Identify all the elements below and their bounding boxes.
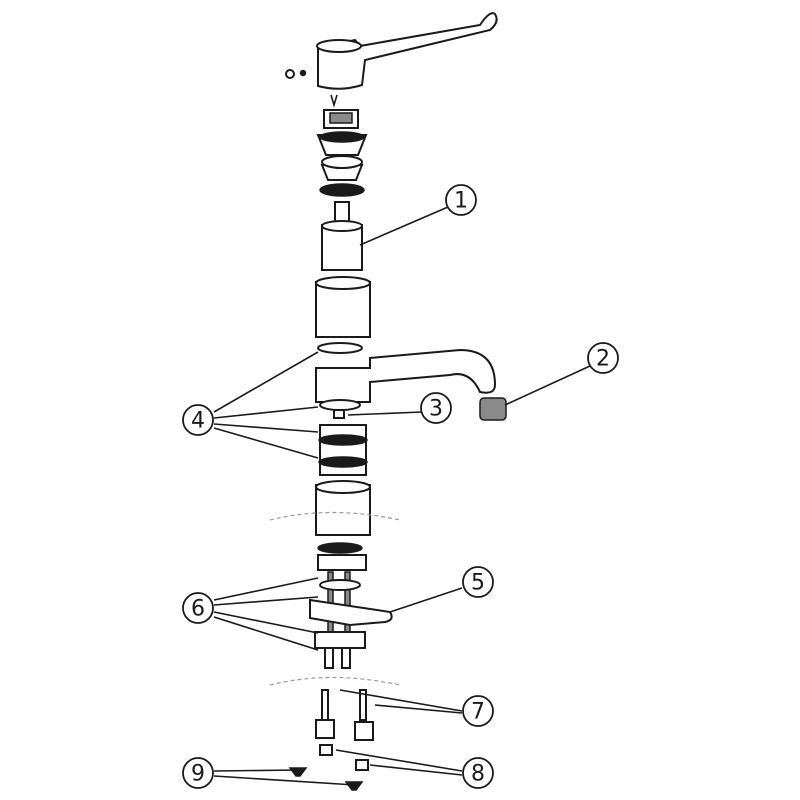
- callout-5: 5: [462, 566, 494, 598]
- callout-label: 4: [191, 409, 205, 434]
- callout-8: 8: [462, 757, 494, 789]
- cartridge-stack: [316, 109, 368, 271]
- callout-7: 7: [462, 695, 494, 727]
- callout-label: 7: [471, 700, 485, 725]
- callout-6: 6: [182, 592, 214, 624]
- body-parts: [269, 276, 507, 791]
- lever-handle: [285, 12, 498, 108]
- callout-label: 5: [471, 571, 485, 596]
- callout-1: 1: [445, 184, 477, 216]
- callout-label: 8: [471, 762, 485, 787]
- leader-lines: [213, 206, 591, 786]
- callout-9: 9: [182, 757, 214, 789]
- callout-label: 1: [454, 189, 468, 214]
- callout-label: 9: [191, 762, 205, 787]
- callout-label: 2: [596, 347, 610, 372]
- callout-2: 2: [587, 342, 619, 374]
- callout-4: 4: [182, 404, 214, 436]
- callout-3: 3: [420, 392, 452, 424]
- callout-label: 6: [191, 597, 205, 622]
- callout-label: 3: [429, 397, 443, 422]
